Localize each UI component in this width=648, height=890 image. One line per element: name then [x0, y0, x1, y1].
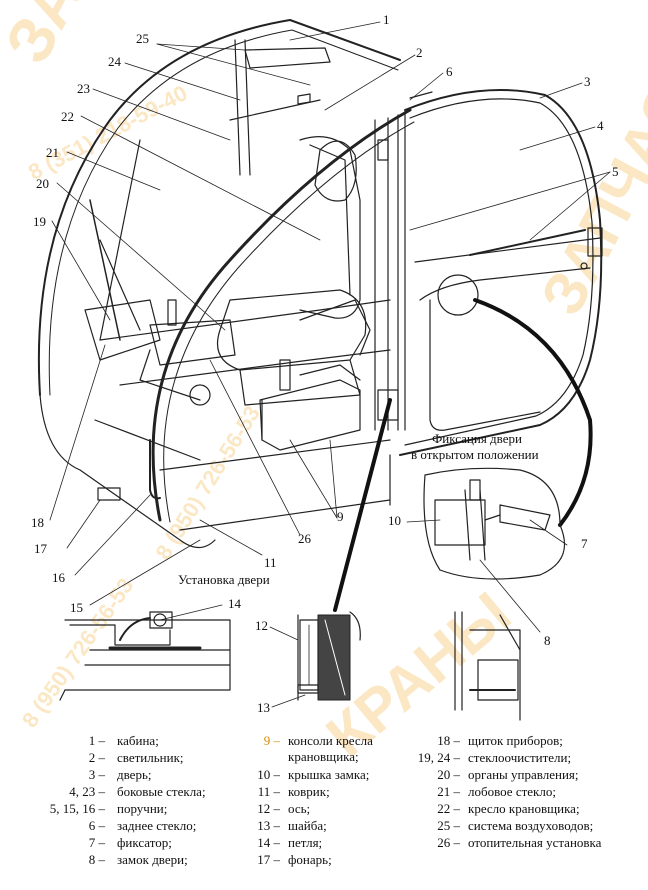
caption-door-install: Установка двери: [178, 572, 270, 587]
legend-item: 1 –кабина;: [88, 733, 159, 748]
cabin-diagram: 1 2 3 4 5 6 7 8 9 10 11 12 13 14 15 16 1…: [31, 12, 619, 721]
legend-item: 9 –консоли кресла крановщика;: [263, 733, 373, 764]
legend-item: 12 –ось;: [257, 801, 311, 816]
callout-23: 23: [77, 81, 90, 96]
axle-section-detail: [297, 611, 361, 701]
legend-item: 7 –фиксатор;: [88, 835, 172, 850]
parts-legend: 1 –кабина; 2 –светильник; 3 –дверь; 4, 2…: [30, 733, 640, 883]
legend-item: 25 –система воздуховодов;: [437, 818, 594, 833]
door-lock-detail: [333, 274, 593, 612]
callout-25: 25: [136, 31, 149, 46]
callout-2: 2: [416, 45, 423, 60]
callout-5: 5: [612, 164, 619, 179]
legend-item: 2 –светильник;: [88, 750, 184, 765]
callout-8: 8: [544, 633, 551, 648]
callout-6: 6: [446, 64, 453, 79]
caption-door-lock-2: в открытом положении: [411, 447, 539, 462]
leader-lines: [49, 21, 611, 708]
callout-3: 3: [584, 74, 591, 89]
callout-13: 13: [257, 700, 270, 715]
callout-21: 21: [46, 145, 59, 160]
callout-9: 9: [337, 509, 344, 524]
door-install-detail: [59, 611, 231, 701]
callout-15: 15: [70, 600, 83, 615]
seat-consoles: [139, 299, 361, 451]
callout-1: 1: [383, 12, 390, 27]
door-pillar: [374, 109, 406, 431]
callout-26: 26: [298, 531, 312, 546]
legend-item: 6 –заднее стекло;: [88, 818, 197, 833]
legend-item: 13 –шайба;: [257, 818, 327, 833]
callout-20: 20: [36, 176, 49, 191]
legend-item: 26 –отопительная установка: [437, 835, 602, 850]
legend-item: 22 –кресло крановщика;: [437, 801, 580, 816]
lock-section-detail: [454, 611, 521, 721]
legend-item: 5, 15, 16 –поручни;: [49, 801, 168, 816]
legend-item: 17 –фонарь;: [257, 852, 332, 867]
cabin-door: [399, 89, 603, 456]
legend-item: 4, 23 –боковые стекла;: [69, 784, 206, 799]
legend-item: 3 –дверь;: [88, 767, 152, 782]
callout-numbers: 1 2 3 4 5 6 7 8 9 10 11 12 13 14 15 16 1…: [31, 12, 619, 715]
lamp-and-vent: [244, 47, 433, 105]
callout-11: 11: [264, 555, 277, 570]
legend-item: 14 –петля;: [257, 835, 323, 850]
legend-item: 10 –крышка замка;: [257, 767, 370, 782]
callout-4: 4: [597, 118, 604, 133]
legend-item: 8 –замок двери;: [88, 852, 188, 867]
operator-seat: [216, 136, 371, 406]
callout-14: 14: [228, 596, 242, 611]
dashboard: [84, 199, 161, 501]
callout-24: 24: [108, 54, 122, 69]
callout-19: 19: [33, 214, 46, 229]
caption-door-lock: Фиксация двери: [432, 431, 522, 446]
callout-10: 10: [388, 513, 401, 528]
cabin-frame: [37, 19, 401, 549]
legend-item: 11 –коврик;: [257, 784, 330, 799]
callout-16: 16: [52, 570, 66, 585]
callout-7: 7: [581, 536, 588, 551]
callout-12: 12: [255, 618, 268, 633]
legend-item: 18 –щиток приборов;: [437, 733, 563, 748]
legend-item: 19, 24 –стеклоочистители;: [417, 750, 572, 765]
legend-item: 20 –органы управления;: [437, 767, 579, 782]
legend-item: 21 –лобовое стекло;: [437, 784, 556, 799]
callout-17: 17: [34, 541, 48, 556]
callout-18: 18: [31, 515, 44, 530]
callout-22: 22: [61, 109, 74, 124]
